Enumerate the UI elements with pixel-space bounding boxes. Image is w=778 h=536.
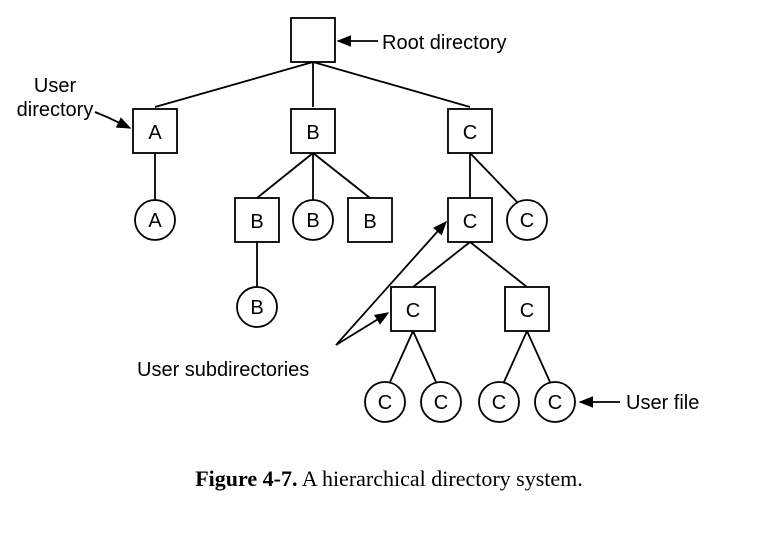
figure-caption: Figure 4-7. A hierarchical directory sys…	[0, 466, 778, 492]
node-label: C	[548, 392, 562, 414]
figure-caption-label: Figure 4-7.	[195, 466, 298, 491]
subdirectory-arrow-lower	[335, 312, 390, 346]
node-label: B	[306, 122, 319, 144]
user-subdirectory-c1: C	[447, 197, 493, 243]
node-label: A	[148, 210, 162, 232]
user-file-c2: C	[364, 381, 406, 423]
user-subdirectory-b1: B	[234, 197, 280, 243]
annotation-arrows	[94, 35, 620, 408]
tree-edges	[154, 61, 551, 383]
node-label: C	[520, 210, 534, 232]
node-label: C	[463, 211, 477, 233]
user-subdirectories-label: User subdirectories	[137, 359, 309, 381]
user-subdirectory-c2: C	[390, 286, 436, 332]
user-directory-label-line1: User	[34, 75, 77, 97]
user-file-c4: C	[478, 381, 520, 423]
user-directory-label-line2: directory	[17, 99, 94, 121]
user-file-label: User file	[626, 392, 699, 414]
user-file-c5: C	[534, 381, 576, 423]
node-label: A	[148, 122, 162, 144]
user-directory-b: B	[290, 108, 336, 154]
root-directory-label: Root directory	[382, 32, 507, 54]
node-label: C	[434, 392, 448, 414]
node-label: C	[406, 300, 420, 322]
user-file-b1: B	[292, 199, 334, 241]
node-label: B	[306, 210, 319, 232]
user-subdirectory-c3: C	[504, 286, 550, 332]
subdirectory-arrow-upper	[335, 220, 447, 346]
user-file-c1: C	[506, 199, 548, 241]
user-subdirectory-b2: B	[347, 197, 393, 243]
node-label: C	[463, 122, 477, 144]
user-directory-c: C	[447, 108, 493, 154]
node-label: C	[492, 392, 506, 414]
user-file-a: A	[134, 199, 176, 241]
node-label: C	[520, 300, 534, 322]
user-directory-arrow	[94, 111, 132, 129]
node-label: B	[250, 297, 263, 319]
user-file-b2: B	[236, 286, 278, 328]
figure-caption-text: A hierarchical directory system.	[301, 466, 583, 491]
node-label: B	[363, 211, 376, 233]
node-label: C	[378, 392, 392, 414]
node-label: B	[250, 211, 263, 233]
user-directory-a: A	[132, 108, 178, 154]
root-directory-node	[290, 17, 336, 63]
user-file-c3: C	[420, 381, 462, 423]
